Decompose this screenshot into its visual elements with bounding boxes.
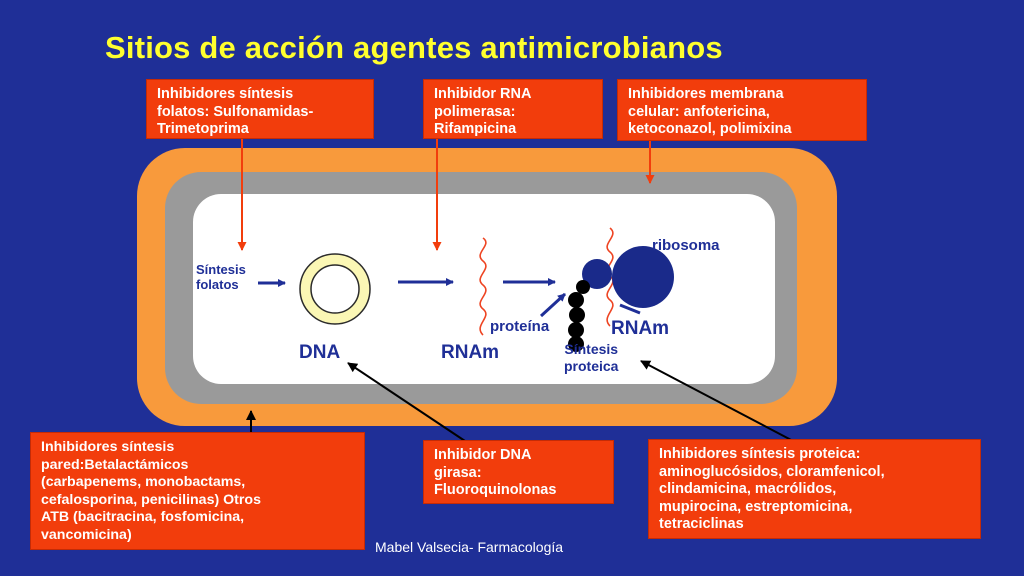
rnam-pointer <box>619 303 641 315</box>
slide-title: Sitios de acción agentes antimicrobianos <box>105 30 723 65</box>
cytoplasm <box>193 194 775 384</box>
ribosome-large <box>612 246 674 308</box>
box-inhibidores-folatos: Inhibidores síntesis folatos: Sulfonamid… <box>146 79 374 139</box>
label-rnam-2: RNAm <box>611 318 670 339</box>
ribosome-small <box>582 259 612 289</box>
label-sintesis-proteica: Síntesis proteica <box>564 341 619 374</box>
box-inhibidores-pared: Inhibidores síntesis pared:Betalactámico… <box>30 432 365 550</box>
amino-acid <box>568 336 584 352</box>
box-inhibidores-proteica: Inhibidores síntesis proteica: aminogluc… <box>648 439 981 539</box>
label-ribosoma: ribosoma <box>652 237 720 254</box>
mrna-strand-1 <box>479 237 487 336</box>
footer-author: Mabel Valsecia- Farmacología <box>375 539 564 555</box>
label-sintesis-folatos: Síntesis folatos <box>196 262 246 292</box>
box-inhibidor-dna-girasa: Inhibidor DNA girasa: Fluoroquinolonas <box>423 440 614 504</box>
proteica-inhibitor-arrow <box>640 360 796 443</box>
box-inhibidor-rna-polimerasa: Inhibidor RNA polimerasa: Rifampicina <box>423 79 603 139</box>
amino-acid <box>568 322 584 338</box>
label-proteina: proteína <box>490 318 550 335</box>
label-dna: DNA <box>299 342 341 363</box>
dna-girasa-inhibitor-arrow <box>347 362 466 442</box>
protein-chain <box>568 280 590 352</box>
label-rnam-1: RNAm <box>441 342 500 363</box>
dna-plasmid-inner <box>310 264 360 314</box>
box-inhibidores-membrana: Inhibidores membrana celular: anfoterici… <box>617 79 867 141</box>
amino-acid <box>569 307 585 323</box>
amino-acid <box>568 292 584 308</box>
amino-acid <box>576 280 590 294</box>
proteina-arrow <box>539 292 567 318</box>
